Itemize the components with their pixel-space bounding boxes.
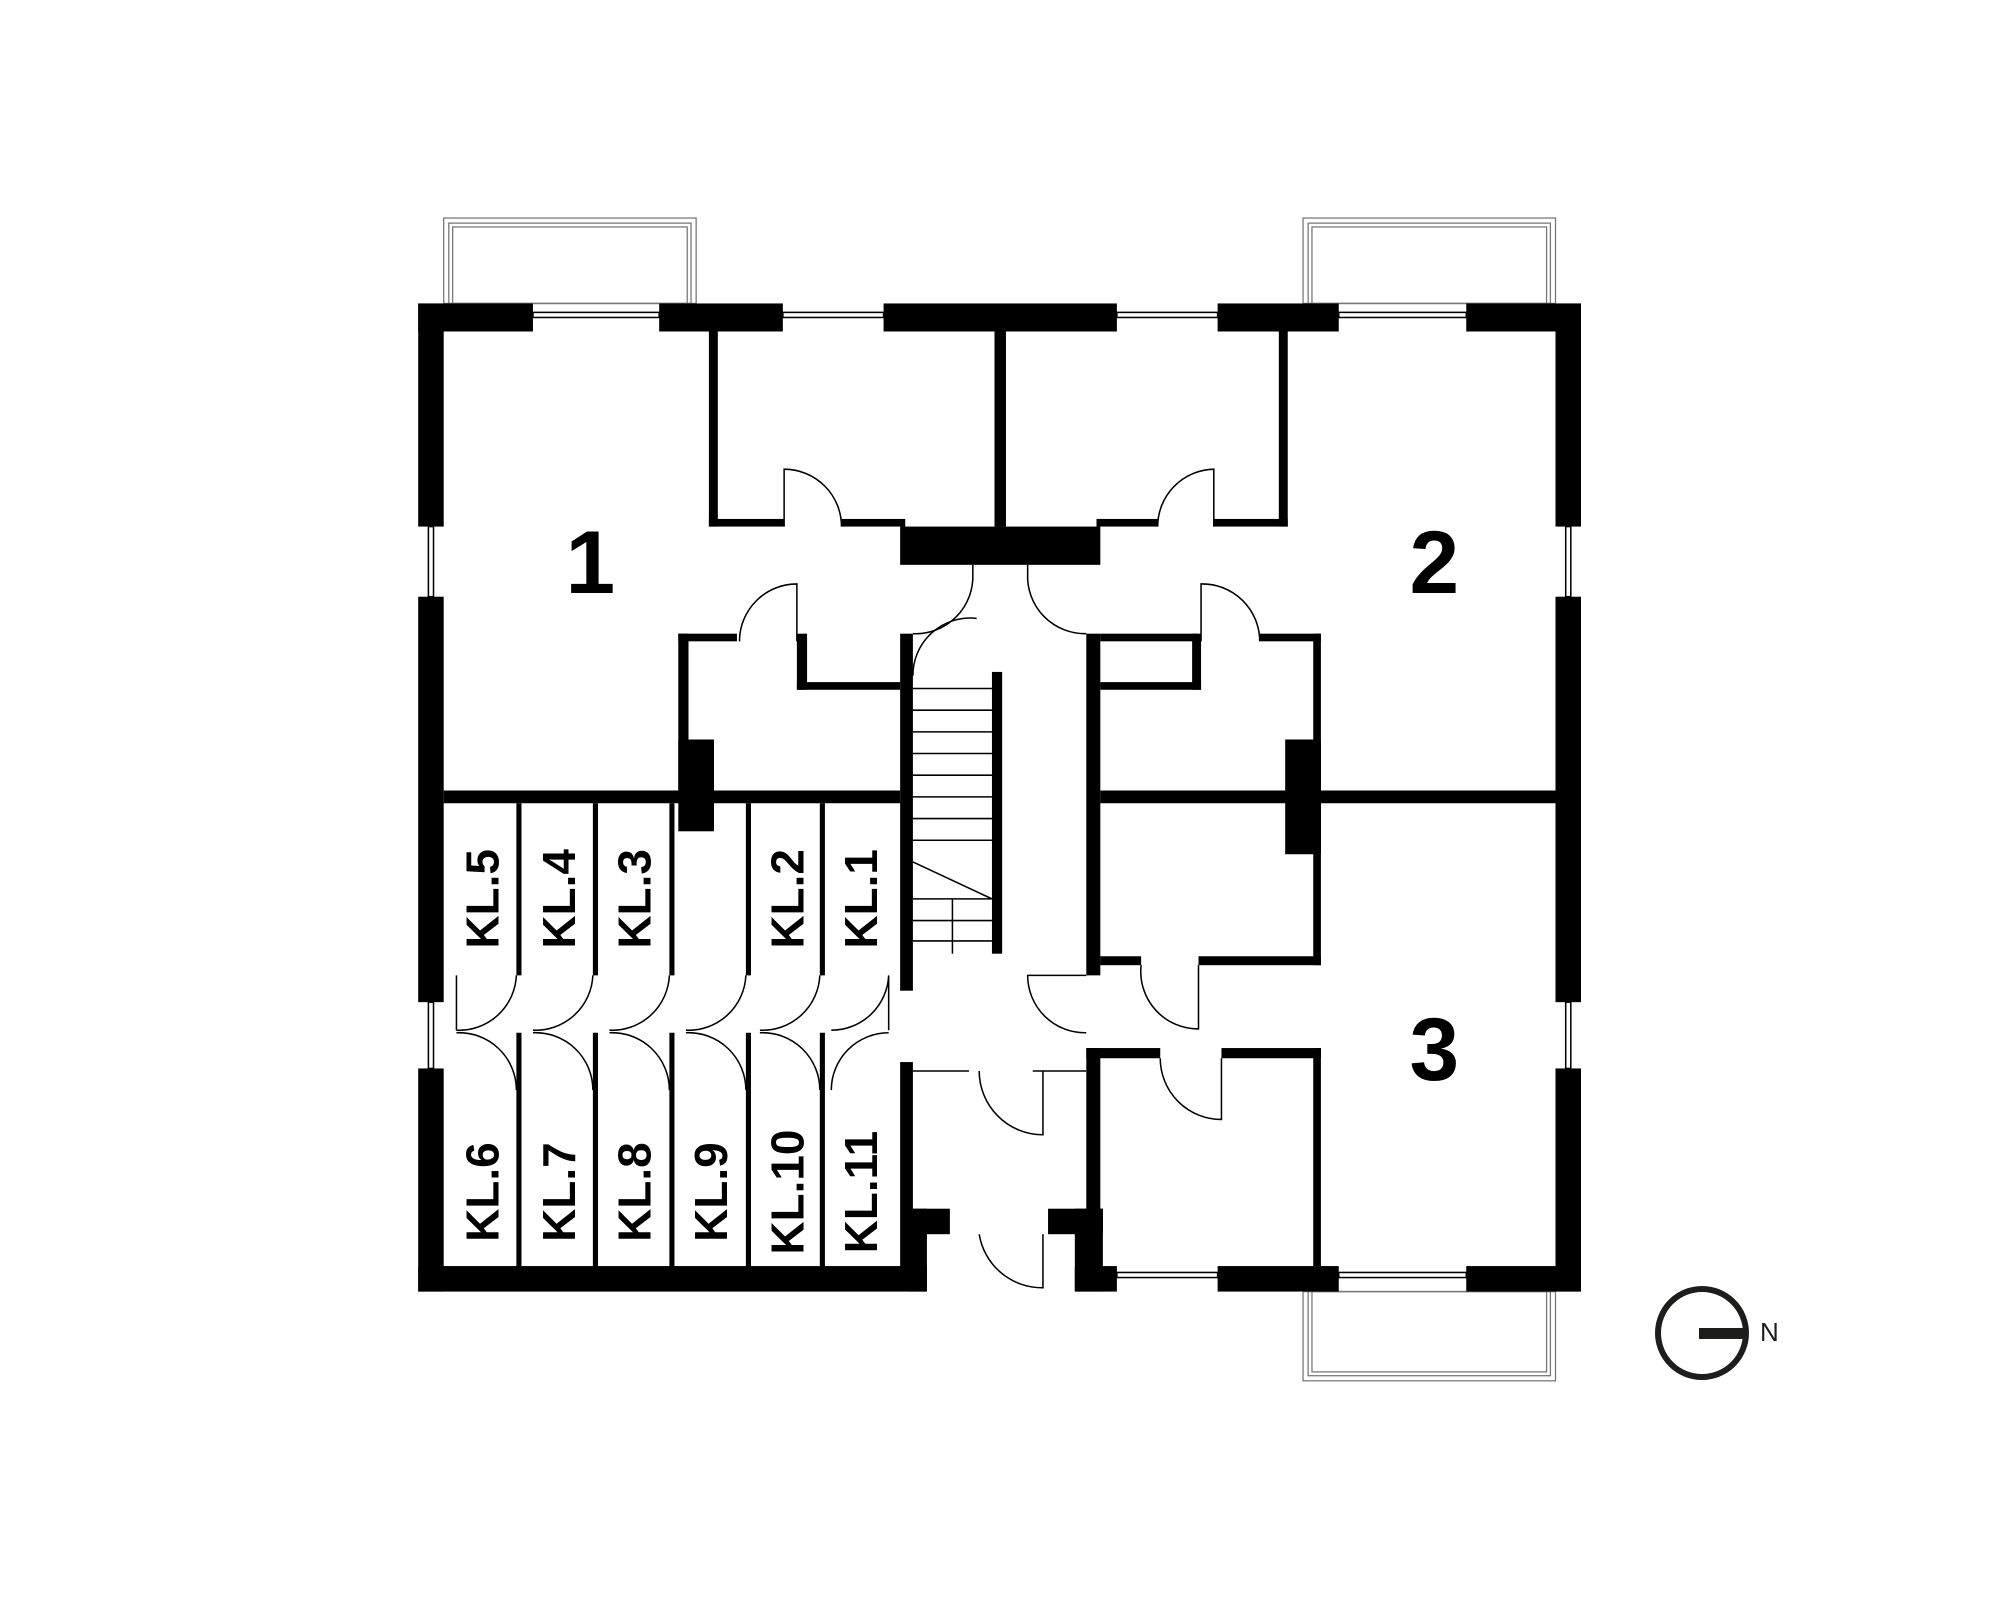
staircase [912,687,993,954]
storage-door-swings [455,975,890,1091]
unit-1-label: 1 [566,512,616,612]
storage-label: KL.9 [685,1142,737,1241]
storage-label: KL.11 [835,1131,887,1253]
unit-3-label: 3 [1410,999,1460,1099]
storage-label: KL.5 [457,849,509,948]
walls [418,303,1581,1292]
storage-label: KL.1 [835,849,887,948]
door-swings [738,468,1261,1289]
balconies [443,217,1557,1382]
storage-label: KL.4 [533,849,585,949]
storage-label: KL.3 [608,849,660,948]
unit-2-label: 2 [1410,512,1460,612]
storage-label: KL.6 [457,1142,509,1241]
storage-label: KL.8 [608,1142,660,1241]
storage-label: KL.10 [761,1130,813,1255]
storage-label: KL.7 [533,1142,585,1241]
north-label: N [1760,1317,1779,1347]
north-arrow-icon: N [1655,1286,1779,1380]
storage-label: KL.2 [761,849,813,948]
